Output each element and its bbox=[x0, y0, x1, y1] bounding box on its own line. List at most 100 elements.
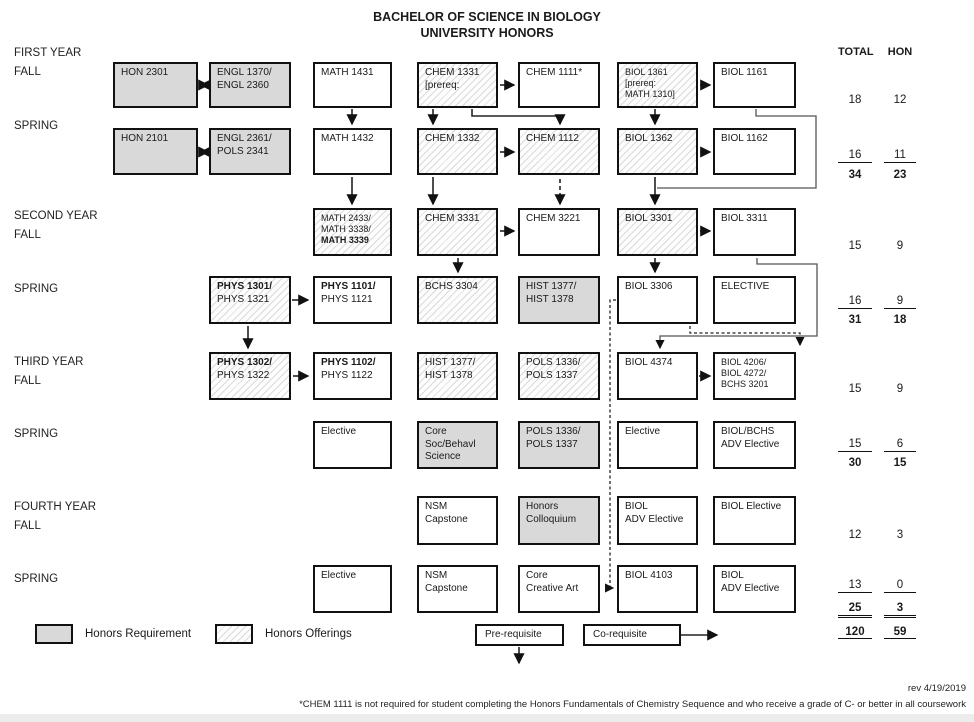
course-text: BIOL 3306 bbox=[625, 281, 673, 292]
course-text: HON 2101 bbox=[121, 133, 169, 144]
term-label: SPRING bbox=[14, 283, 59, 295]
cumulative-total-credits: 30 bbox=[848, 457, 862, 469]
course-text: [prereq: bbox=[425, 79, 460, 91]
course-text: Elective bbox=[321, 570, 357, 581]
course-text: HIST 1378 bbox=[425, 369, 473, 381]
course-text: [prereq: bbox=[625, 78, 657, 88]
semester-honors-credits: 9 bbox=[896, 383, 904, 395]
course-box-bchs-3304: BCHS 3304 bbox=[417, 276, 498, 324]
legend-honors-requirement: Honors Requirement bbox=[35, 624, 191, 644]
semester-totals-row: 12 3 bbox=[838, 529, 916, 541]
course-box-chem-1332: CHEM 1332 bbox=[417, 128, 498, 175]
grand-total-credits: 120 bbox=[838, 626, 872, 639]
legend-honors-offerings: Honors Offerings bbox=[215, 624, 352, 644]
course-box-elective: Elective bbox=[313, 421, 392, 469]
course-box-hist-1377: HIST 1377/HIST 1378 bbox=[417, 352, 498, 400]
course-text: MATH 2433/ bbox=[321, 213, 371, 223]
course-box-biol-1362: BIOL 1362 bbox=[617, 128, 698, 175]
row-label-fourth-year-fall: FOURTH YEAR FALL bbox=[14, 498, 96, 536]
course-text: BIOL 3301 bbox=[625, 213, 673, 224]
course-box-pols-1336: POLS 1336/POLS 1337 bbox=[518, 421, 600, 469]
course-box-elective: ELECTIVE bbox=[713, 276, 796, 324]
course-text: NSM bbox=[425, 570, 448, 581]
row-label-spring: SPRING bbox=[14, 280, 58, 299]
term-label: SPRING bbox=[14, 428, 59, 440]
semester-totals-row: 15 9 bbox=[838, 383, 916, 395]
course-box-biol-1161: BIOL 1161 bbox=[713, 62, 796, 108]
course-text: CHEM 3221 bbox=[526, 213, 581, 224]
course-box-math-1431: MATH 1431 bbox=[313, 62, 392, 108]
course-text: HON 2301 bbox=[121, 67, 169, 78]
course-box-biol-3301: BIOL 3301 bbox=[617, 208, 698, 256]
course-box-chem-1331: CHEM 1331[prereq: bbox=[417, 62, 498, 108]
course-text: Core bbox=[425, 426, 447, 437]
course-box-math-1432: MATH 1432 bbox=[313, 128, 392, 175]
course-text: BIOL 4103 bbox=[625, 570, 673, 581]
term-label: FALL bbox=[14, 375, 41, 387]
course-text: MATH 1431 bbox=[321, 67, 374, 78]
semester-total-credits: 18 bbox=[848, 94, 862, 106]
course-box-hon-2301: HON 2301 bbox=[113, 62, 198, 108]
degree-title: BACHELOR OF SCIENCE IN BIOLOGY bbox=[373, 10, 601, 24]
semester-honors-credits: 3 bbox=[896, 529, 904, 541]
semester-honors-credits: 11 bbox=[884, 149, 916, 163]
course-text: POLS 2341 bbox=[217, 145, 269, 157]
course-text: BIOL 1361 bbox=[625, 67, 668, 77]
course-box-biol-1162: BIOL 1162 bbox=[713, 128, 796, 175]
semester-total-credits: 13 bbox=[838, 579, 872, 593]
course-text: BIOL 4374 bbox=[625, 357, 673, 368]
course-text: CHEM 1112 bbox=[526, 133, 579, 144]
year-label: FOURTH YEAR bbox=[14, 501, 97, 513]
course-text: POLS 1336/ bbox=[526, 357, 581, 368]
year-label: THIRD YEAR bbox=[14, 356, 84, 368]
course-text: Elective bbox=[625, 426, 661, 437]
semester-honors-credits: 12 bbox=[893, 94, 907, 106]
course-box-chem-3331: CHEM 3331 bbox=[417, 208, 498, 256]
course-text: CHEM 3331 bbox=[425, 213, 480, 224]
course-text: POLS 1337 bbox=[526, 438, 578, 450]
term-label: FALL bbox=[14, 229, 41, 241]
course-box-math-2433: MATH 2433/MATH 3338/MATH 3339 bbox=[313, 208, 392, 256]
revision-date: rev 4/19/2019 bbox=[907, 683, 966, 694]
course-box-biol-4374: BIOL 4374 bbox=[617, 352, 698, 400]
course-box-chem-1111: CHEM 1111* bbox=[518, 62, 600, 108]
course-text: MATH 3339 bbox=[321, 235, 369, 245]
course-text: BIOL bbox=[721, 570, 744, 581]
course-text: Science bbox=[425, 451, 461, 462]
honors-offerings-swatch bbox=[215, 624, 253, 644]
course-box-biol-elective: BIOL Elective bbox=[713, 496, 796, 545]
semester-honors-credits: 0 bbox=[884, 579, 916, 593]
course-box-biol-4206: BIOL 4206/BIOL 4272/BCHS 3201 bbox=[713, 352, 796, 400]
semester-total-credits: 15 bbox=[838, 438, 872, 452]
course-text: ELECTIVE bbox=[721, 281, 770, 292]
course-box-engl-2361: ENGL 2361/POLS 2341 bbox=[209, 128, 291, 175]
page-edge-bar bbox=[0, 714, 974, 722]
course-text: BIOL 4272/ bbox=[721, 368, 767, 378]
term-label: FALL bbox=[14, 520, 41, 532]
semester-total-credits: 15 bbox=[848, 383, 862, 395]
course-box-pols-1336: POLS 1336/POLS 1337 bbox=[518, 352, 600, 400]
course-text: BCHS 3304 bbox=[425, 281, 478, 292]
course-box-hon-2101: HON 2101 bbox=[113, 128, 198, 175]
course-box-chem-3221: CHEM 3221 bbox=[518, 208, 600, 256]
cumulative-honors-credits: 18 bbox=[893, 314, 907, 326]
course-box-elective: Elective bbox=[617, 421, 698, 469]
year-label: FIRST YEAR bbox=[14, 47, 82, 59]
course-text: BIOL 3311 bbox=[721, 213, 768, 224]
course-text: BIOL 4206/ bbox=[721, 357, 767, 367]
course-text: MATH 1432 bbox=[321, 133, 374, 144]
semester-total-credits: 12 bbox=[848, 529, 862, 541]
